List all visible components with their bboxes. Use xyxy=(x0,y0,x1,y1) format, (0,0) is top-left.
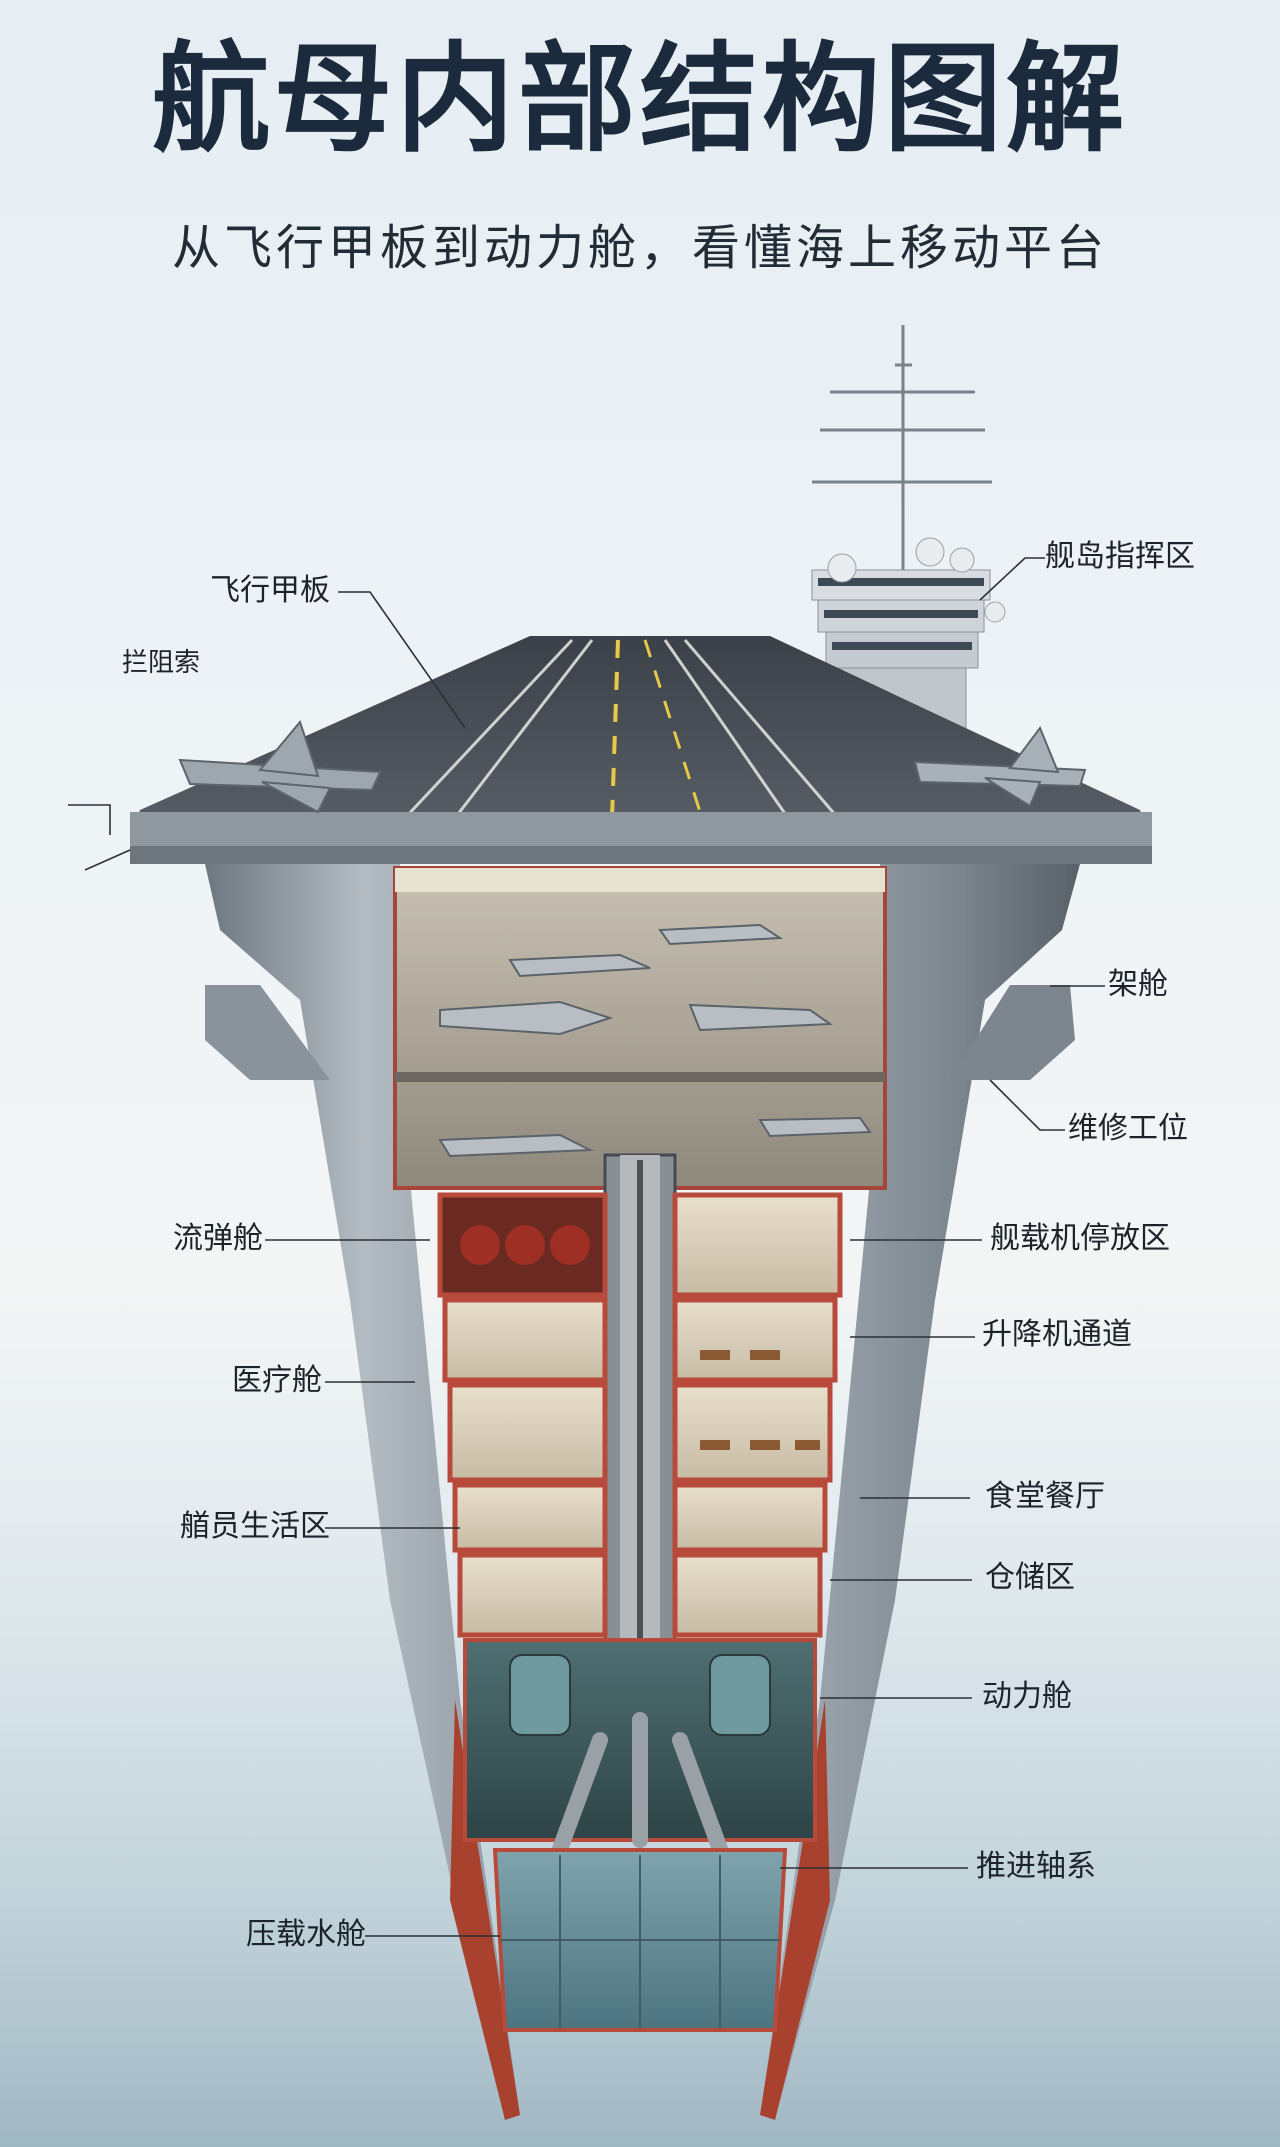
deck-aircraft-right xyxy=(913,725,1087,808)
hull-left xyxy=(205,864,520,2120)
page-title: 航母内部结构图解 xyxy=(151,30,1128,168)
label-ballast-tank: 压载水舱 xyxy=(246,1917,366,1952)
label-medical-bay: 医疗舱 xyxy=(232,1363,322,1398)
right-compartments xyxy=(672,1192,843,1638)
deck-aircraft-left xyxy=(178,719,382,814)
label-flight-deck: 飞行甲板 xyxy=(210,573,330,608)
label-power-bay: 动力舱 xyxy=(982,1679,1072,1714)
reactors xyxy=(509,1654,771,1736)
label-ammo-bay: 流弹舱 xyxy=(173,1221,263,1256)
ammo-canisters xyxy=(460,1225,590,1265)
mess-tables xyxy=(700,1350,820,1450)
label-rack-bay: 架舱 xyxy=(1108,967,1168,1002)
label-arresting-wire: 拦阻索 xyxy=(122,648,201,678)
leader-lines xyxy=(68,557,1105,1937)
label-maintenance: 维修工位 xyxy=(1068,1111,1188,1146)
label-island-command: 舰岛指挥区 xyxy=(1045,539,1195,574)
island-tower xyxy=(812,325,992,580)
label-crew-quarters: 艏员生活区 xyxy=(180,1509,330,1544)
hangar-aircraft xyxy=(438,923,872,1158)
label-elevator-shaft: 升降机通道 xyxy=(982,1317,1132,1352)
label-mess-hall: 食堂餐厅 xyxy=(985,1479,1105,1514)
label-propulsion-shaft: 推进轴系 xyxy=(976,1849,1096,1884)
hull-right xyxy=(760,864,1080,2120)
page-subtitle: 从飞行甲板到动力舱，看懂海上移动平台 xyxy=(171,220,1108,276)
flight-deck xyxy=(130,636,1150,840)
label-storage: 仓储区 xyxy=(985,1560,1075,1595)
label-aircraft-parking: 舰载机停放区 xyxy=(990,1221,1170,1256)
